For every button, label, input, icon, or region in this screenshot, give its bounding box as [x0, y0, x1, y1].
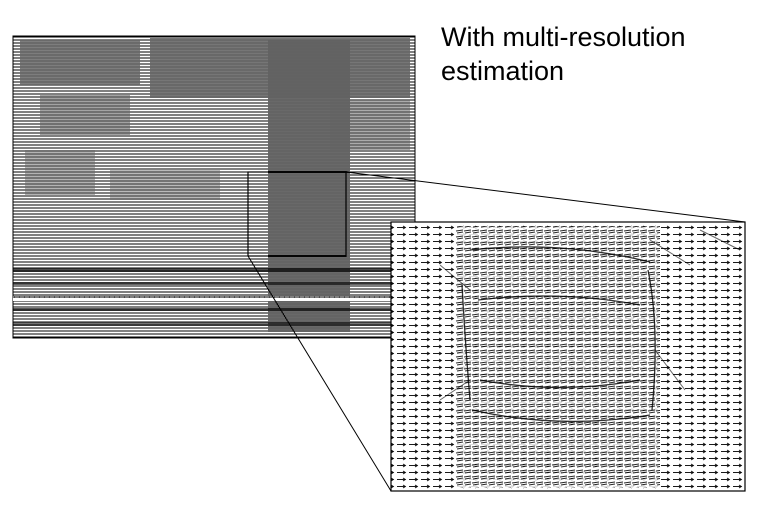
zoom-connector-lines — [247, 171, 746, 492]
motion-field-full-frame — [12, 35, 416, 339]
caption: With multi-resolution estimation — [441, 20, 761, 88]
zoom-dense-region — [455, 226, 660, 488]
ground-stripes — [13, 268, 415, 326]
caption-line-2: estimation — [441, 56, 565, 86]
caption-line-1: With multi-resolution — [441, 22, 686, 52]
selection-box — [247, 171, 347, 257]
motion-field-zoom — [390, 221, 746, 492]
zoom-scatter-arrows — [439, 229, 741, 401]
zoom-vortex-strokes — [461, 246, 656, 423]
